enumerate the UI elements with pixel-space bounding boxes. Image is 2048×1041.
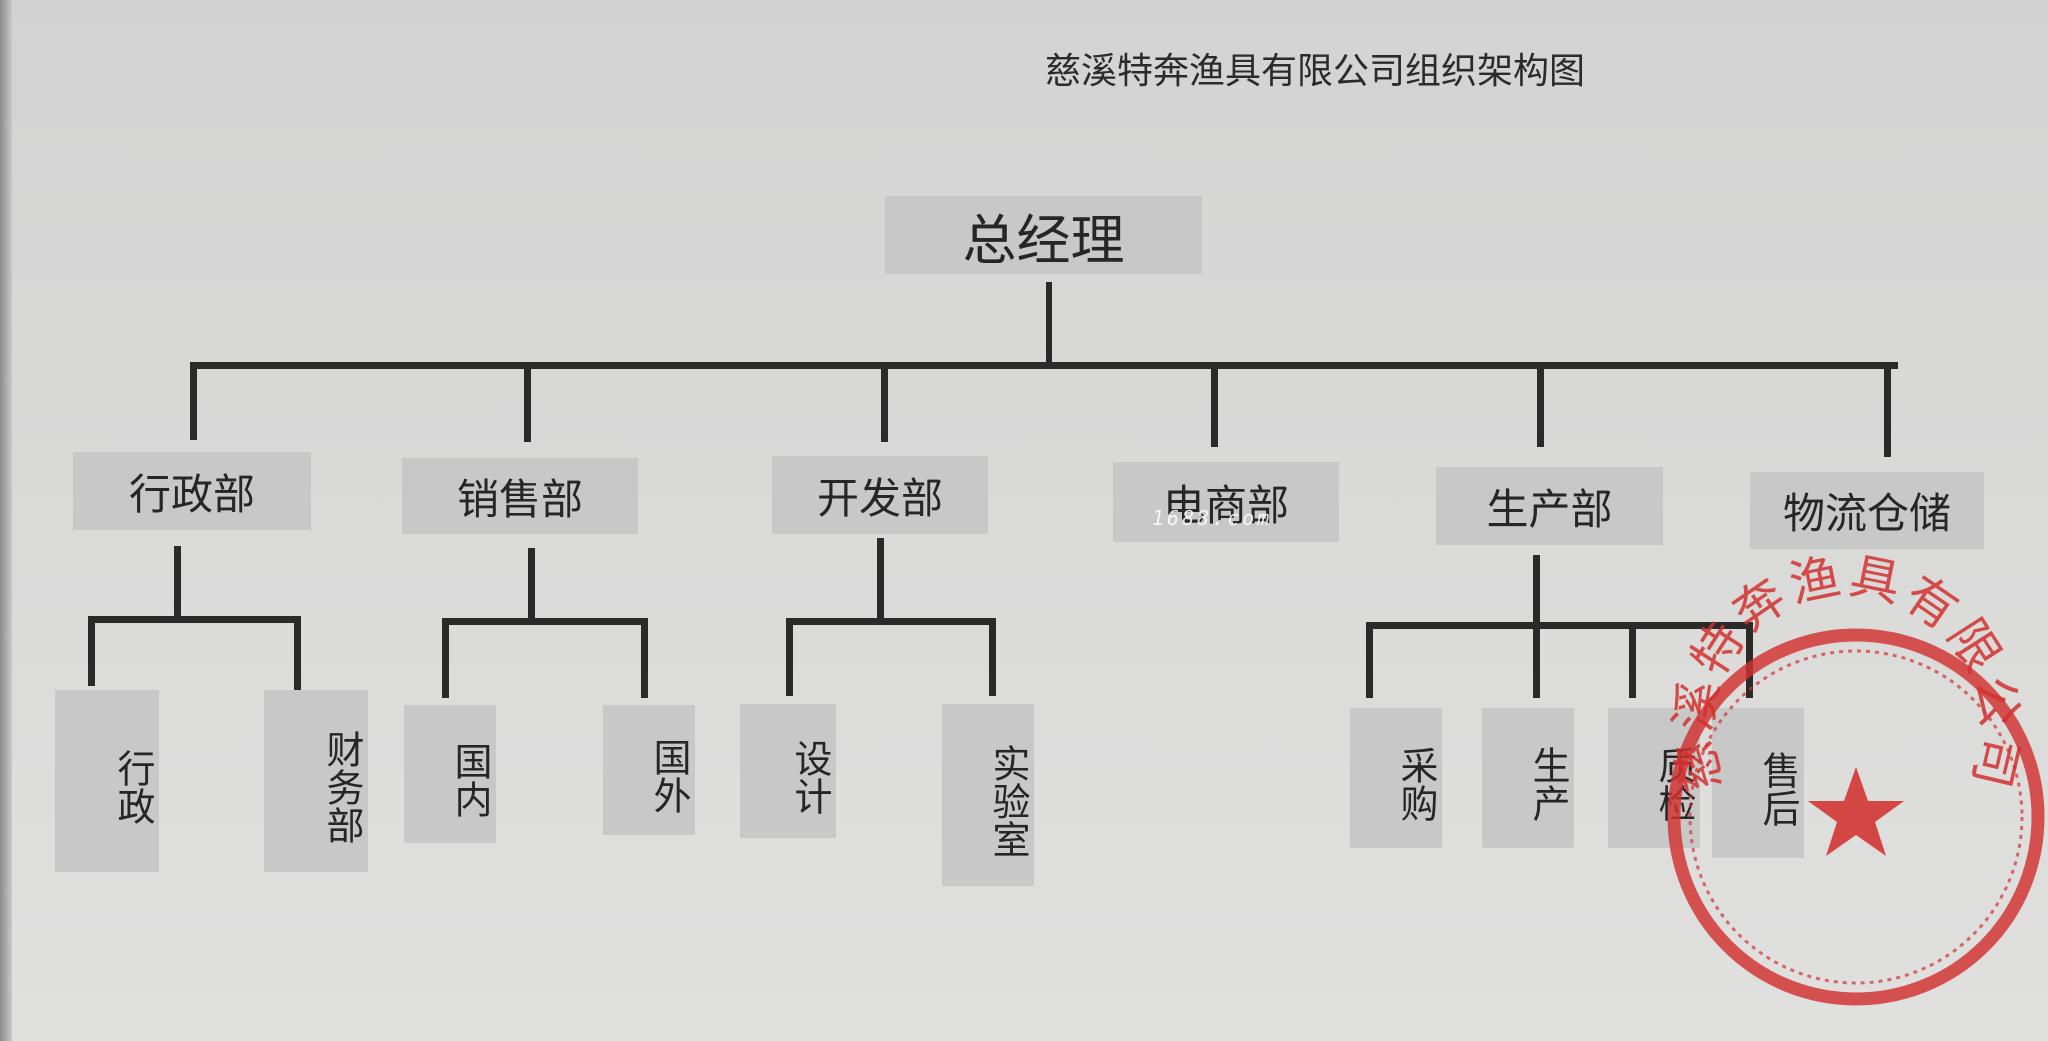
paper-edge [0, 0, 12, 1041]
node-sub-production: 生产 [1482, 708, 1574, 848]
connector-sub-drop [1746, 622, 1753, 698]
watermark: 1688.com [1152, 506, 1273, 530]
connector-sub-drop [641, 618, 648, 698]
node-general-manager: 总经理 [885, 196, 1202, 274]
node-dept-admin: 行政部 [73, 452, 311, 530]
connector-sub-down [528, 548, 535, 618]
connector-dept-drop [881, 362, 888, 442]
node-dept-logistics: 物流仓储 [1750, 472, 1984, 549]
connector-dept-drop [1537, 362, 1544, 447]
connector-sub-drop [88, 616, 95, 686]
connector-dept-drop [190, 362, 197, 440]
node-sub-overseas: 国外 [603, 705, 695, 835]
connector-sub-down [174, 546, 181, 616]
connector-sub-bus [1366, 622, 1753, 629]
connector-dept-drop [524, 362, 531, 442]
node-sub-lab: 实验室 [942, 704, 1034, 886]
seal-star-icon [1808, 767, 1904, 856]
connector-sub-drop [294, 616, 301, 690]
node-sub-admin: 行政 [55, 690, 159, 872]
chart-title: 慈溪特奔渔具有限公司组织架构图 [1045, 51, 1586, 92]
connector-dept-drop [1211, 362, 1218, 447]
connector-dept-bus [190, 362, 1898, 369]
connector-sub-bus [442, 618, 648, 625]
node-sub-domestic: 国内 [404, 705, 496, 843]
connector-sub-down [1533, 555, 1540, 625]
connector-sub-down [877, 538, 884, 618]
connector-sub-drop [1629, 622, 1636, 698]
node-dept-dev: 开发部 [772, 456, 988, 534]
node-sub-aftersales: 售后 [1712, 708, 1804, 858]
connector-dept-drop [1884, 362, 1891, 457]
connector-sub-bus [786, 618, 996, 625]
connector-sub-bus [88, 616, 301, 623]
node-dept-sales: 销售部 [402, 458, 638, 534]
node-sub-finance: 财务部 [264, 690, 368, 872]
connector-sub-drop [989, 618, 996, 696]
seal-inner-ring [1688, 649, 2024, 985]
seal-outer-ring [1667, 628, 2045, 1006]
node-dept-ecommerce: 电商部 [1113, 462, 1339, 542]
connector-root-down [1046, 282, 1052, 362]
node-sub-design: 设计 [740, 704, 836, 838]
seal-text: 慈溪特奔渔具有限公司 [1664, 547, 2030, 797]
node-sub-purchasing: 采购 [1350, 708, 1442, 848]
connector-sub-drop [786, 618, 793, 696]
connector-sub-drop [442, 618, 449, 698]
connector-sub-drop [1366, 622, 1373, 698]
connector-sub-drop [1533, 622, 1540, 698]
node-dept-production: 生产部 [1436, 467, 1663, 545]
